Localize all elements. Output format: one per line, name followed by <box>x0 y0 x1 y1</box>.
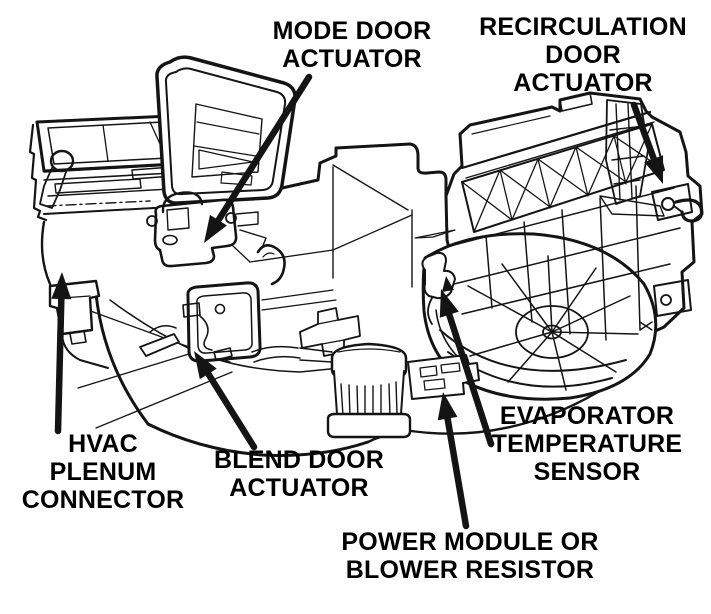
recirc-body-seams <box>449 183 704 341</box>
actuator-slot <box>162 234 178 246</box>
arrow-head <box>644 155 664 184</box>
arrow-head <box>51 272 72 300</box>
recirc-top-tab <box>559 92 593 112</box>
callout-arrows <box>51 73 664 530</box>
scroll-hub-center <box>542 324 562 340</box>
arrow-head <box>439 289 459 318</box>
vacuum-hose <box>256 244 286 286</box>
scroll-spokes <box>467 255 639 391</box>
callout-arrow-mode-door-actuator <box>204 73 313 243</box>
recirc-foot <box>653 279 692 317</box>
crank-arm <box>39 167 67 209</box>
arrow-shaft <box>54 295 65 435</box>
duct-vane <box>198 149 254 170</box>
arrow-shaft <box>444 415 470 530</box>
retainer-hook <box>674 198 704 223</box>
scroll-hub <box>515 305 589 359</box>
center-housing <box>40 142 600 457</box>
bracket-hole <box>661 197 675 211</box>
access-opening-inner <box>196 292 253 354</box>
duct-outer <box>155 55 297 205</box>
arrow-shaft <box>630 101 657 162</box>
door-crank-knob <box>49 149 75 173</box>
box-centerline <box>45 200 151 207</box>
arrow-head <box>204 214 227 243</box>
callout-arrow-power-module-or-blower-resistor <box>437 392 470 530</box>
recirc-top-ridge-inner <box>465 121 655 179</box>
box-left-pillar <box>28 123 48 222</box>
actuator-lever <box>139 333 180 357</box>
arrow-shaft <box>205 370 258 451</box>
center-top-contour <box>184 142 448 206</box>
motor-base-flange <box>326 412 412 439</box>
callout-arrow-evaporator-temperature-sensor <box>439 289 495 448</box>
recirc-inner-edge <box>471 115 551 135</box>
access-opening-outer <box>186 281 262 363</box>
blend-door-actuator-part <box>139 302 233 361</box>
scroll-outline <box>421 232 658 401</box>
defroster-duct <box>155 55 297 205</box>
mode-door-actuator-part <box>146 191 267 268</box>
lower-sweep-left <box>94 292 150 426</box>
recirc-top-ridge <box>460 110 652 170</box>
blower-scroll-housing <box>421 232 658 401</box>
actuator-screw-left <box>146 215 158 227</box>
callout-arrow-hvac-plenum-connector <box>51 272 72 435</box>
power-module-blower-resistor-part <box>407 354 480 400</box>
actuator-body <box>153 198 238 268</box>
callout-arrow-recirculation-door-actuator <box>630 101 664 184</box>
box-bottom <box>43 206 173 215</box>
recirc-mount-bracket <box>651 183 693 221</box>
harness-squiggle <box>199 315 213 351</box>
left-underside <box>40 220 52 286</box>
sensor-wire <box>427 297 433 325</box>
foot-hole <box>660 294 672 306</box>
harness-connector-cluster <box>251 307 361 363</box>
evaporator-temperature-sensor-part <box>421 251 456 325</box>
lower-sweep-bottom <box>146 422 370 457</box>
duct-inner <box>164 67 287 196</box>
arrow-head <box>194 351 217 380</box>
box-shelf-2 <box>43 172 173 181</box>
duct-panel <box>191 103 263 178</box>
arrow-shaft <box>446 311 495 448</box>
recirc-lattice-panel <box>461 123 665 233</box>
actuator-cap <box>161 191 204 214</box>
arrow-head <box>437 392 458 421</box>
blower-motor <box>299 342 412 439</box>
actuator-screw-right <box>225 212 237 224</box>
callout-arrow-blend-door-actuator <box>194 351 258 451</box>
recirc-actuator-tower <box>599 99 665 217</box>
arrow-shaft <box>215 73 313 224</box>
